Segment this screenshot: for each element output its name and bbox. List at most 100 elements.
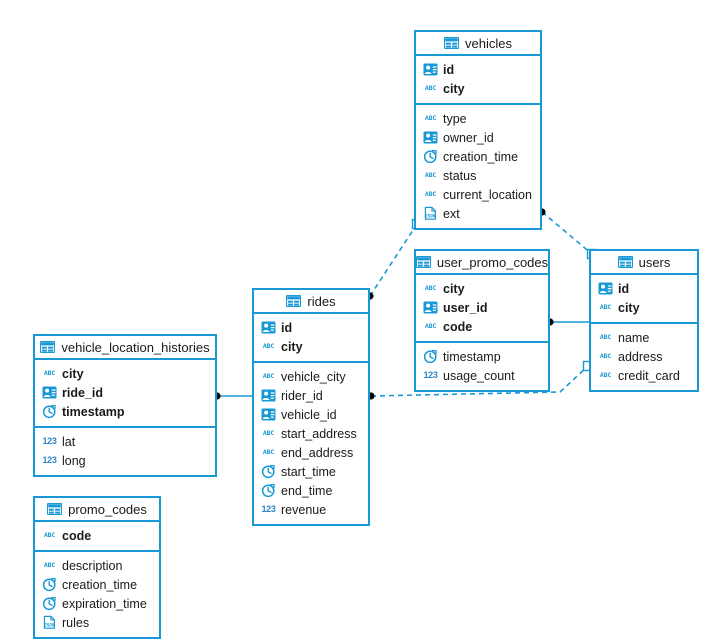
abc-icon: ABC <box>43 531 56 540</box>
field-label: usage_count <box>443 368 515 383</box>
column-field[interactable]: rider_id <box>254 386 368 405</box>
column-field[interactable]: timestamp <box>416 347 548 366</box>
table-header-vehicles[interactable]: vehicles <box>416 32 540 56</box>
clock-icon <box>261 464 276 479</box>
table-header-promo_codes[interactable]: promo_codes <box>35 498 159 522</box>
table-header-user_promo_codes[interactable]: user_promo_codes <box>415 251 548 275</box>
column-field[interactable]: creation_time <box>35 575 159 594</box>
table-title: users <box>638 254 671 270</box>
abc-icon: ABC <box>599 333 612 342</box>
table-header-users[interactable]: users <box>591 251 697 275</box>
field-label: long <box>62 453 86 468</box>
primary-key-field[interactable]: user_id <box>416 298 548 317</box>
field-label: city <box>443 281 465 296</box>
primary-key-field[interactable]: ABC city <box>254 337 368 356</box>
abc-icon: ABC <box>262 448 275 457</box>
primary-key-field[interactable]: ABC code <box>35 526 159 545</box>
table-title: promo_codes <box>68 501 147 517</box>
field-label: rider_id <box>281 388 323 403</box>
key-id-icon <box>423 300 438 315</box>
abc-icon: ABC <box>424 84 437 93</box>
column-field[interactable]: creation_time <box>416 147 540 166</box>
field-label: lat <box>62 434 76 449</box>
table-title: vehicle_location_histories <box>61 339 210 355</box>
clock-icon <box>42 404 57 419</box>
column-field[interactable]: end_time <box>254 481 368 500</box>
field-label: code <box>62 528 92 543</box>
relationship-line <box>369 223 418 297</box>
column-field[interactable]: ABC credit_card <box>591 366 697 385</box>
column-field[interactable]: ABC end_address <box>254 443 368 462</box>
abc-icon: ABC <box>599 303 612 312</box>
field-label: vehicle_city <box>281 369 346 384</box>
json-icon: JSON <box>423 206 438 221</box>
primary-key-field[interactable]: timestamp <box>35 402 215 421</box>
column-field[interactable]: vehicle_id <box>254 405 368 424</box>
field-label: status <box>443 168 477 183</box>
field-label: city <box>618 300 640 315</box>
column-field[interactable]: owner_id <box>416 128 540 147</box>
column-field[interactable]: expiration_time <box>35 594 159 613</box>
field-label: code <box>443 319 473 334</box>
primary-key-field[interactable]: id <box>591 279 697 298</box>
key-id-icon <box>261 320 276 335</box>
primary-key-field[interactable]: id <box>254 318 368 337</box>
primary-key-section: ABC code <box>35 522 159 552</box>
primary-key-field[interactable]: id <box>416 60 540 79</box>
relationship-user-promo-codes-to-users[interactable] <box>546 318 589 326</box>
field-label: id <box>281 320 293 335</box>
primary-key-field[interactable]: ABC city <box>591 298 697 317</box>
field-label: description <box>62 558 123 573</box>
field-label: ride_id <box>62 385 103 400</box>
field-label: end_address <box>281 445 354 460</box>
table-header-rides[interactable]: rides <box>254 290 368 314</box>
primary-key-field[interactable]: ride_id <box>35 383 215 402</box>
field-label: end_time <box>281 483 333 498</box>
field-label: credit_card <box>618 368 680 383</box>
field-label: address <box>618 349 663 364</box>
table-icon <box>47 502 63 517</box>
table-title: rides <box>307 293 336 309</box>
relationship-vehicle-location-histories-to-rides[interactable] <box>213 392 252 400</box>
table-icon <box>415 255 431 270</box>
field-label: city <box>281 339 303 354</box>
svg-text:JSON: JSON <box>425 214 436 219</box>
table-icon <box>617 255 633 270</box>
json-icon: JSON <box>42 615 57 630</box>
abc-icon: ABC <box>599 371 612 380</box>
column-field[interactable]: start_time <box>254 462 368 481</box>
abc-icon: ABC <box>262 342 275 351</box>
table-header-vehicle_location_histories[interactable]: vehicle_location_histories <box>35 336 215 360</box>
relationship-line <box>370 365 589 397</box>
field-label: owner_id <box>443 130 494 145</box>
